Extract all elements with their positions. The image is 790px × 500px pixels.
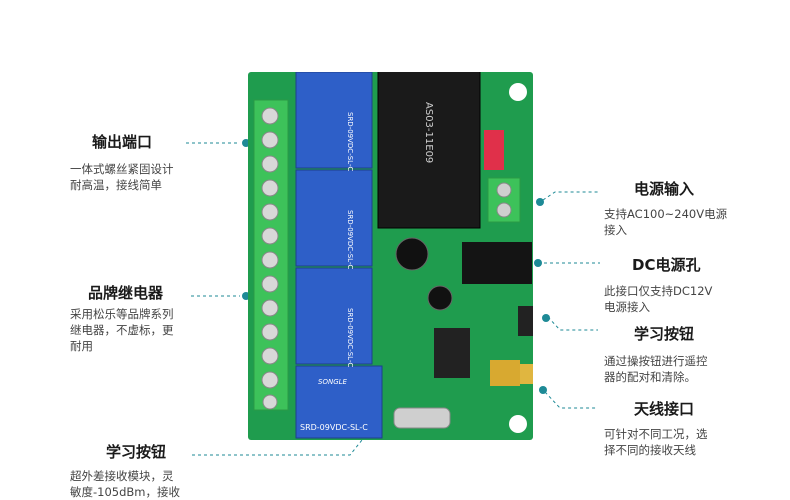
capacitor — [395, 237, 429, 271]
relay-desc-line: 继电器，不虚标，更 — [70, 323, 174, 337]
learn-left-desc-line: 超外差接收模块，灵 — [70, 469, 174, 483]
relay-2-model: SRD-09VDC-SL-C — [346, 210, 354, 269]
crystal — [393, 407, 451, 429]
dc-jack-desc: 此接口仅支持DC12V 电源接入 — [604, 283, 712, 315]
mount-hole — [509, 83, 527, 101]
relay-4-model: SRD-09VDC-SL-C — [300, 423, 368, 432]
ic-chip — [434, 328, 470, 378]
power-module: AS03-11E09 — [377, 72, 481, 229]
relay-3 — [295, 267, 373, 365]
dc-jack-desc-line: 电源接入 — [604, 300, 650, 314]
antenna-connector — [520, 364, 533, 384]
capacitor — [427, 285, 453, 311]
svg-text:AS03-11E09: AS03-11E09 — [423, 102, 434, 163]
antenna-desc-line: 择不同的接收天线 — [604, 443, 696, 457]
dc-jack — [462, 242, 532, 284]
power-input-title: 电源输入 — [634, 180, 695, 198]
relay-3-model: SRD-09VDC-SL-C — [346, 308, 354, 367]
power-input-desc: 支持AC100~240V电源 接入 — [604, 206, 727, 238]
relay-desc-line: 耐用 — [70, 339, 93, 353]
antenna-connector-base — [490, 360, 520, 386]
learn-left-desc-line: 敏度-105dBm，接收 — [70, 485, 180, 499]
relay-title: 品牌继电器 — [88, 284, 164, 302]
antenna-desc: 可针对不同工况，选 择不同的接收天线 — [604, 426, 708, 458]
output-terminal-desc-line: 耐高温，接线简单 — [70, 178, 162, 192]
relay-4-brand: SONGLE — [318, 378, 348, 386]
power-input-desc-line: 支持AC100~240V电源 — [604, 207, 728, 221]
power-input-desc-line: 接入 — [604, 223, 627, 237]
dc-jack-title: DC电源孔 — [632, 256, 701, 274]
dc-jack-desc-line: 此接口仅支持DC12V — [604, 284, 713, 298]
relay-1-model: SRD-09VDC-SL-C — [346, 112, 354, 171]
learn-left-title: 学习按钮 — [106, 443, 167, 461]
learn-right-desc: 通过操按钮进行遥控 器的配对和清除。 — [604, 353, 708, 385]
output-terminal-title: 输出端口 — [92, 133, 153, 151]
output-terminal-desc: 一体式螺丝紧固设计 耐高温，接线简单 — [70, 161, 174, 193]
output-terminal-block — [253, 99, 289, 411]
mount-hole — [509, 415, 527, 433]
fuse — [484, 130, 504, 170]
learn-button-part — [518, 306, 533, 336]
relay-2 — [295, 169, 373, 267]
learn-left-desc: 超外差接收模块，灵 敏度-105dBm，接收 — [70, 468, 180, 500]
antenna-title: 天线接口 — [634, 400, 695, 418]
relay-board-image: SRD-09VDC-SL-C SRD-09VDC-SL-C SRD-09VDC-… — [248, 72, 533, 440]
relay-desc: 采用松乐等品牌系列 继电器，不虚标，更 耐用 — [70, 306, 174, 354]
antenna-desc-line: 可针对不同工况，选 — [604, 427, 708, 441]
relay-desc-line: 采用松乐等品牌系列 — [70, 307, 174, 321]
learn-right-desc-line: 通过操按钮进行遥控 — [604, 354, 708, 368]
learn-right-desc-line: 器的配对和清除。 — [604, 370, 696, 384]
learn-right-title: 学习按钮 — [634, 325, 695, 343]
output-terminal-desc-line: 一体式螺丝紧固设计 — [70, 162, 174, 176]
relay-1 — [295, 72, 373, 169]
relay-4 — [295, 365, 383, 439]
